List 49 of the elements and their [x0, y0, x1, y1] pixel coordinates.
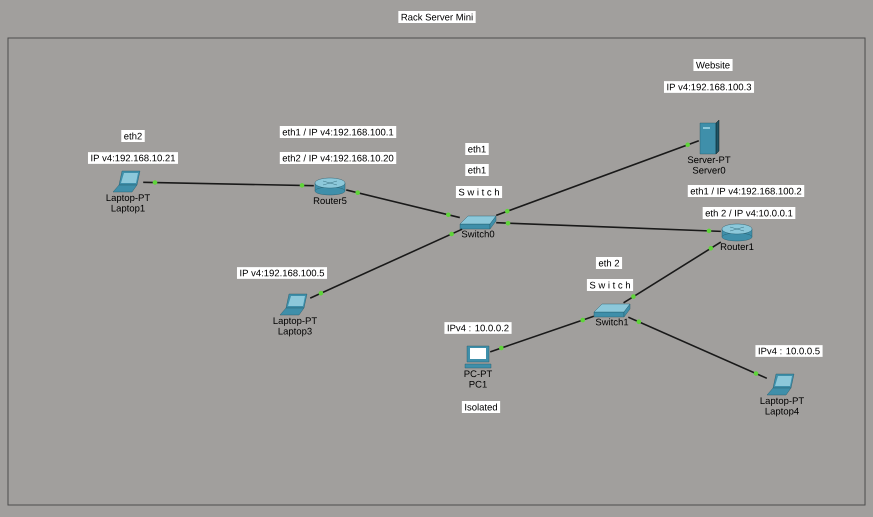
address-label: eth 2: [596, 257, 622, 269]
address-label: eth1: [465, 164, 489, 176]
node-label: Laptop3: [278, 328, 312, 336]
node-label: Laptop4: [766, 408, 799, 416]
address-label: IP v4:192.168.100.5: [236, 267, 328, 279]
address-label: S w i t c h: [586, 279, 634, 291]
address-label: Website: [693, 59, 733, 71]
address-label: eth2 / IP v4:192.168.10.20: [280, 152, 396, 164]
title-label: Rack Server Mini: [398, 11, 476, 23]
node-label: Router5: [314, 197, 347, 204]
node-label: Server0: [692, 166, 726, 174]
device: Switch0: [460, 216, 496, 238]
device: Switch1: [594, 304, 630, 326]
node-label: Server-PT: [688, 156, 730, 164]
address-label: Isolated: [462, 401, 500, 413]
address-label: IPv4 : 10.0.0.2: [444, 322, 512, 334]
node-label: Switch1: [596, 318, 628, 326]
link-line: [628, 316, 768, 380]
address-label: eth 2 / IP v4:10.0.0.1: [702, 207, 796, 219]
device: Server-PT Server0: [688, 120, 730, 174]
node-label: Laptop-PT: [106, 194, 150, 203]
link-line: [496, 220, 721, 234]
address-label: eth1 / IP v4:192.168.100.2: [688, 185, 804, 197]
node-label: Laptop1: [112, 204, 145, 214]
address-label: IPv4 : 10.0.0.5: [755, 345, 823, 357]
device: Router1: [720, 224, 754, 250]
link-line: [496, 140, 700, 216]
node-label: Router1: [720, 243, 754, 250]
device: Laptop-PT Laptop3: [274, 294, 317, 336]
address-label: IP v4:192.168.10.21: [88, 152, 178, 164]
node-label: Switch0: [462, 230, 494, 238]
link-line: [490, 316, 594, 353]
address-label: S w i t c h: [456, 186, 502, 198]
node-label: Laptop-PT: [760, 397, 804, 406]
device: Laptop-PT Laptop1: [106, 170, 150, 214]
device: Router5: [314, 178, 346, 204]
link-line: [143, 180, 314, 188]
node-label: Laptop-PT: [274, 317, 317, 326]
address-label: eth2: [121, 130, 145, 142]
node-label: PC-PT: [464, 370, 492, 378]
address-label: eth1 / IP v4:192.168.100.1: [280, 126, 396, 138]
link-line: [310, 228, 462, 299]
node-label: PC1: [470, 380, 487, 388]
device: Laptop-PT Laptop4: [760, 374, 804, 416]
address-label: IP v4:192.168.100.3: [664, 81, 754, 93]
link-line: [623, 241, 722, 304]
device: PC-PT PC1: [464, 346, 492, 388]
address-label: eth1: [465, 143, 489, 155]
link-line: [346, 189, 460, 218]
